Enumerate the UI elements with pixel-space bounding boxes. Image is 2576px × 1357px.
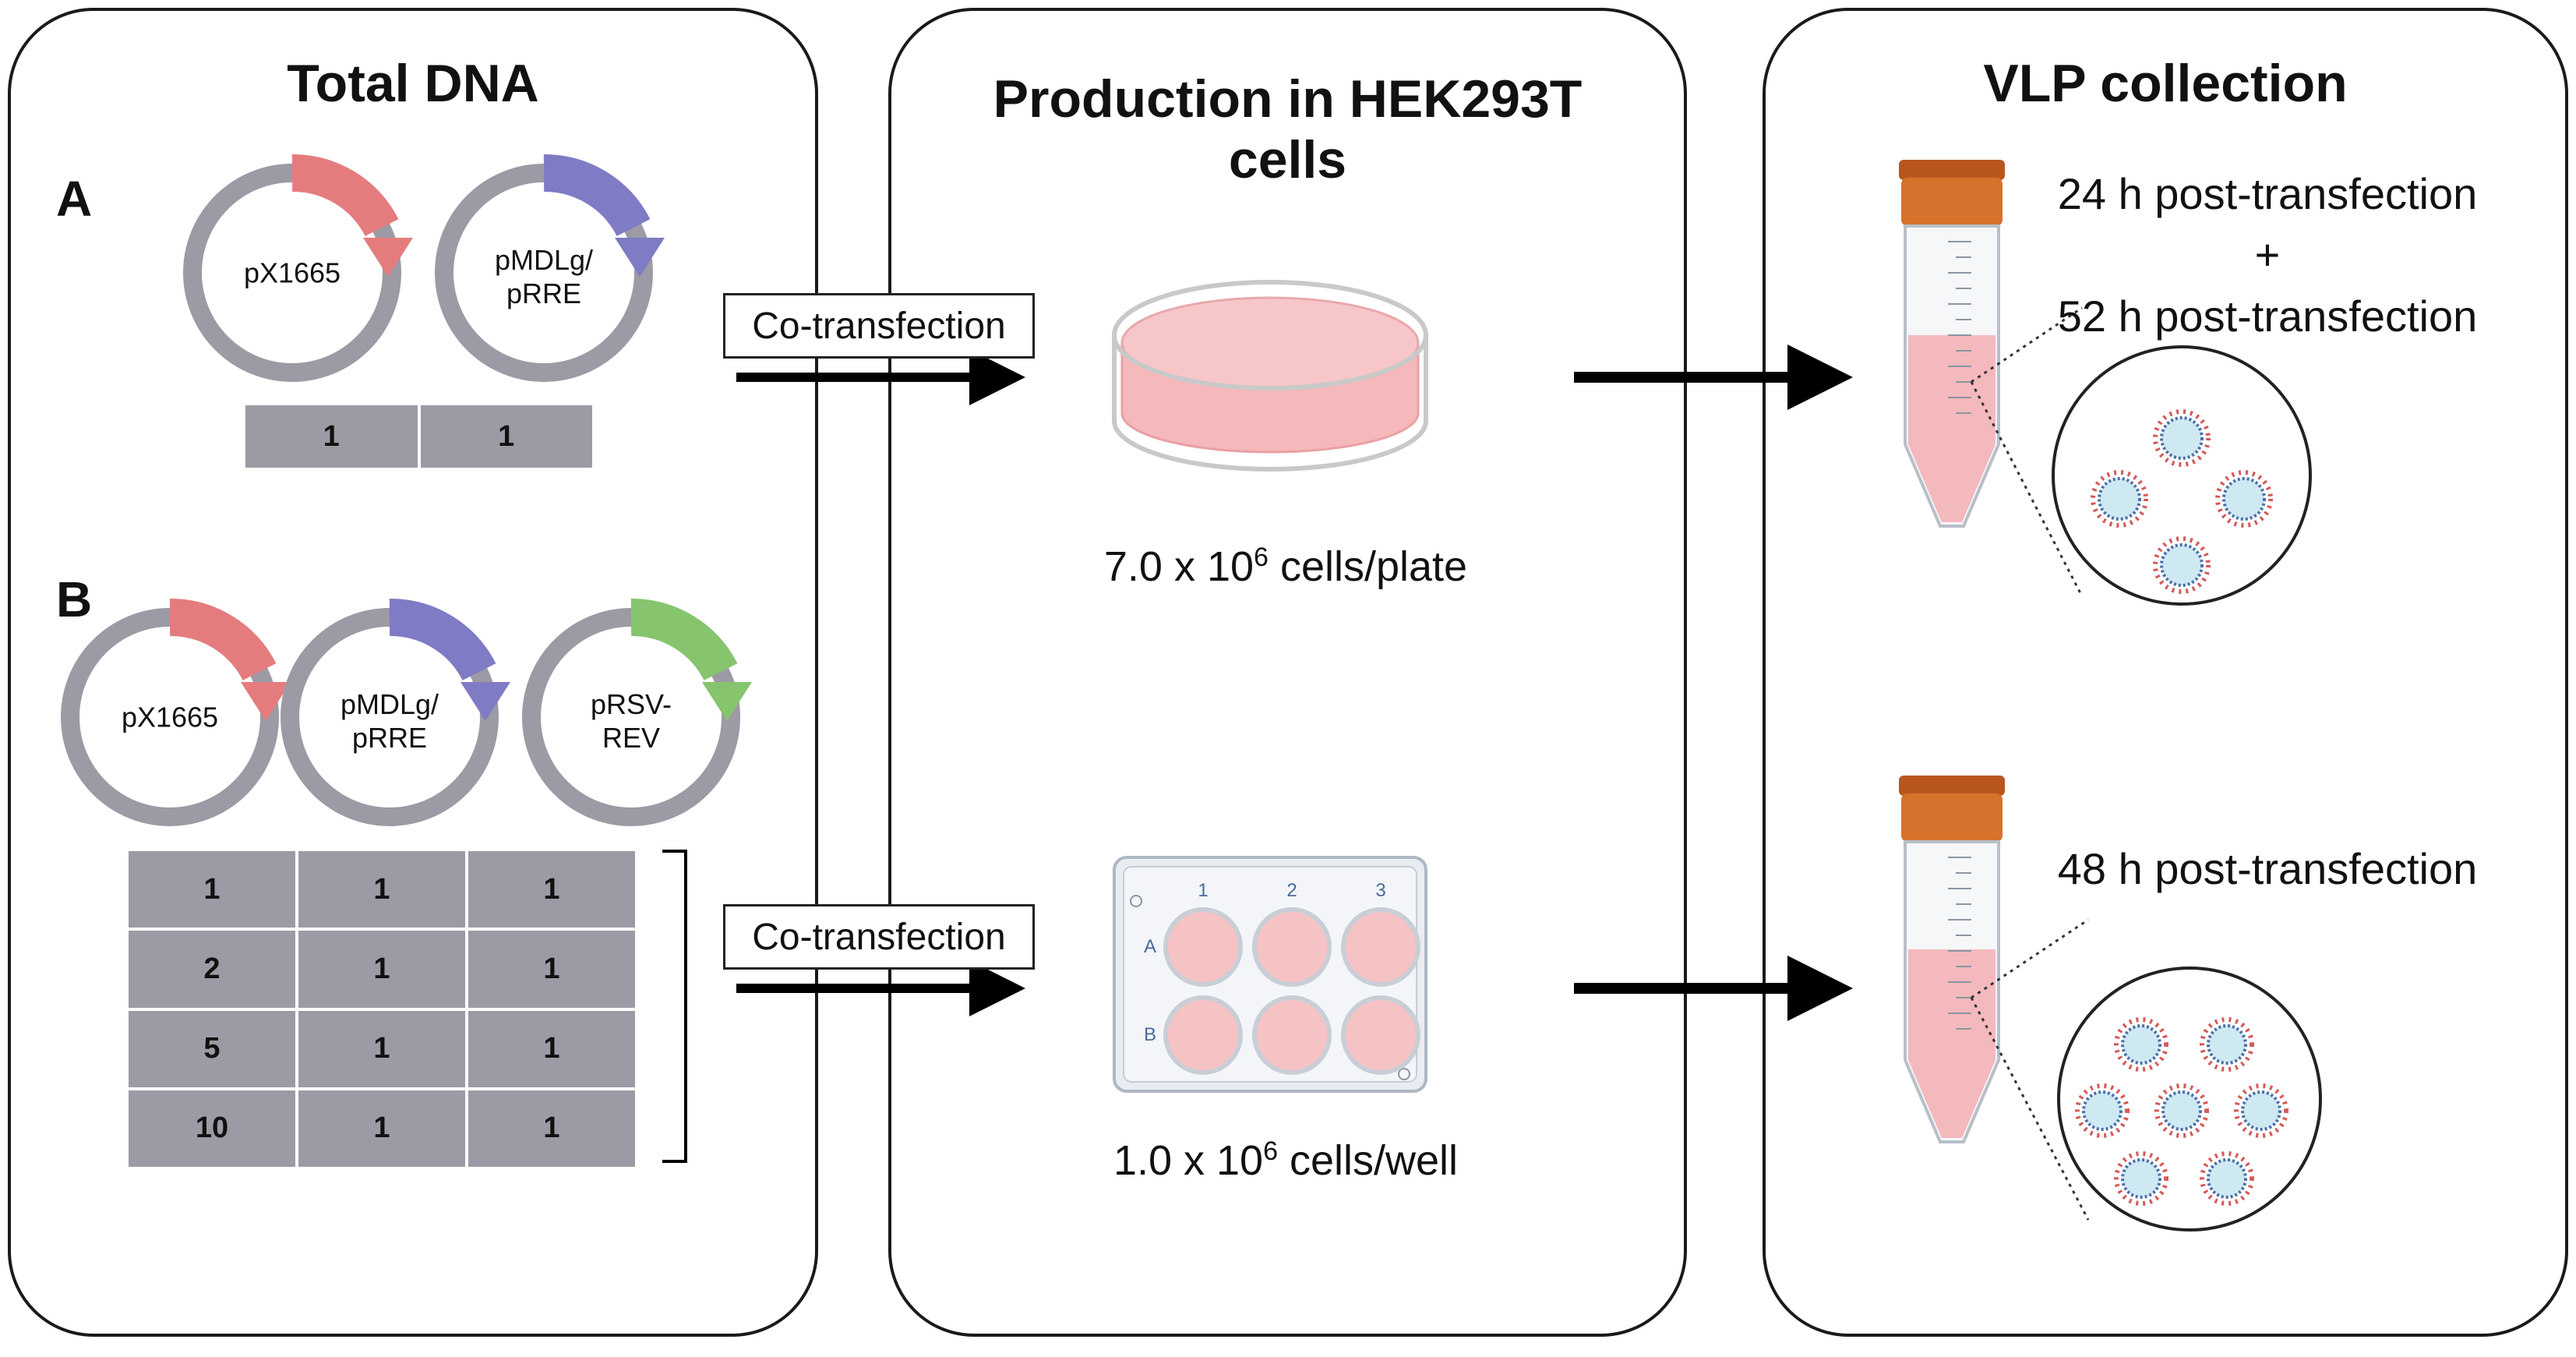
virion-bottom-3	[2075, 1083, 2130, 1138]
vlp-collection-panel	[1763, 8, 2568, 1337]
plasmid-b-pmdlg	[281, 598, 510, 826]
plasmid-b3-line1: pRSV-	[590, 687, 672, 720]
plate-caption-prefix: 1.0 x 10	[1113, 1137, 1264, 1184]
virion-top-1	[2153, 409, 2211, 467]
ratio-b-cell: 5	[129, 1010, 295, 1087]
collection-top-line3: 52 h post-transfection	[2057, 291, 2478, 341]
ratio-bracket	[662, 850, 687, 1163]
petri-dish	[1112, 280, 1428, 472]
vlp-collection-title: VLP collection	[1983, 54, 2348, 113]
total-dna-title: Total DNA	[287, 54, 539, 113]
plate-caption-suffix: cells/well	[1278, 1137, 1459, 1184]
plasmid-b2-line2: pRRE	[351, 722, 428, 754]
plasmid-a2-line2: pRRE	[506, 277, 582, 309]
plasmid-b2-label: pMDLg/ pRRE	[341, 687, 439, 754]
production-panel	[888, 8, 1687, 1337]
well-a1	[1163, 907, 1243, 987]
virion-bottom-6	[2114, 1151, 2168, 1206]
section-b-label: B	[56, 571, 93, 627]
ratio-table-b: 1 1 1 2 1 1 5 1 1 10 1 1	[129, 851, 635, 1167]
production-title: Production in HEK293T cells	[888, 69, 1687, 190]
ratio-b-cell: 1	[468, 931, 635, 1008]
virion-bottom-5	[2234, 1083, 2288, 1138]
plasmid-a2-line1: pMDLg/	[494, 243, 594, 276]
ratio-b-cell: 1	[298, 1010, 465, 1087]
six-well-plate: 1 2 3 A B	[1113, 856, 1427, 1093]
virion-bottom-1	[2114, 1017, 2168, 1072]
plasmid-a-pmdlg	[435, 154, 665, 382]
virion-top-2	[2091, 470, 2148, 528]
plate-col-1: 1	[1198, 880, 1208, 901]
ratio-b-cell: 10	[129, 1090, 295, 1167]
ratio-a-cell-2: 1	[420, 405, 592, 468]
virion-bottom-7	[2200, 1151, 2254, 1206]
plasmid-a1-line1: pX1665	[243, 256, 341, 289]
ratio-a-cell-1: 1	[245, 405, 418, 468]
collection-top-line2: +	[2254, 230, 2281, 280]
virion-top-3	[2215, 470, 2273, 528]
virion-bottom-2	[2200, 1017, 2254, 1072]
well-a3	[1341, 907, 1420, 987]
plate-row-b: B	[1144, 1024, 1156, 1045]
plasmid-a1-label: pX1665	[244, 256, 341, 289]
production-title-line2: cells	[1228, 130, 1347, 190]
well-b3	[1341, 995, 1420, 1075]
ratio-b-cell: 1	[298, 1090, 465, 1167]
virion-bottom-4	[2154, 1083, 2209, 1138]
plate-caption: 1.0 x 106 cells/well	[1113, 1136, 1458, 1185]
section-a-label: A	[56, 171, 93, 227]
plasmid-a2-label: pMDLg/ pRRE	[495, 243, 593, 310]
plasmid-b3-line2: REV	[602, 722, 661, 754]
ratio-b-cell: 1	[468, 851, 635, 928]
ratio-b-cell: 1	[129, 851, 295, 928]
plate-caption-exp: 6	[1263, 1136, 1278, 1166]
plasmid-b3-label: pRSV- REV	[591, 687, 672, 754]
ratio-b-cell: 2	[129, 931, 295, 1008]
ratio-b-cell: 1	[298, 931, 465, 1008]
dish-caption-prefix: 7.0 x 10	[1103, 543, 1254, 590]
plasmid-b1-label: pX1665	[122, 700, 218, 733]
plasmid-a-px1665	[183, 154, 413, 382]
collection-top-line1: 24 h post-transfection	[2057, 169, 2478, 218]
well-a2	[1252, 907, 1332, 987]
virion-zoom-top	[2052, 345, 2312, 606]
well-b1	[1163, 995, 1243, 1075]
tube-bottom	[1899, 776, 2322, 1232]
dish-caption-exp: 6	[1254, 542, 1269, 572]
collection-top-labels: 24 h post-transfection + 52 h post-trans…	[2058, 164, 2478, 347]
ratio-table-a: 1 1	[245, 405, 592, 468]
plasmid-b1-line1: pX1665	[121, 701, 219, 733]
well-b2	[1252, 995, 1332, 1075]
plasmid-a-px1665-arc	[291, 154, 399, 237]
dish-caption: 7.0 x 106 cells/plate	[1104, 542, 1467, 591]
virion-top-4	[2153, 536, 2211, 594]
collection-bottom-labels: 48 h post-transfection	[2058, 839, 2478, 899]
production-title-line1: Production in HEK293T	[993, 69, 1583, 129]
plate-col-3: 3	[1375, 880, 1385, 901]
plasmid-b-px1665	[61, 598, 291, 826]
ratio-b-cell: 1	[468, 1090, 635, 1167]
plate-col-2: 2	[1286, 880, 1297, 901]
plasmid-b-prsv-rev	[522, 598, 752, 826]
ratio-b-cell: 1	[468, 1010, 635, 1087]
tube-top	[1899, 160, 2312, 606]
ratio-b-cell: 1	[298, 851, 465, 928]
cotransfection-label-a: Co-transfection	[723, 293, 1035, 359]
plate-row-a: A	[1144, 936, 1156, 957]
plasmid-b2-line1: pMDLg/	[340, 687, 439, 720]
cotransfection-label-b: Co-transfection	[723, 904, 1035, 970]
collection-bottom-line1: 48 h post-transfection	[2057, 844, 2478, 893]
dish-caption-suffix: cells/plate	[1268, 543, 1468, 590]
